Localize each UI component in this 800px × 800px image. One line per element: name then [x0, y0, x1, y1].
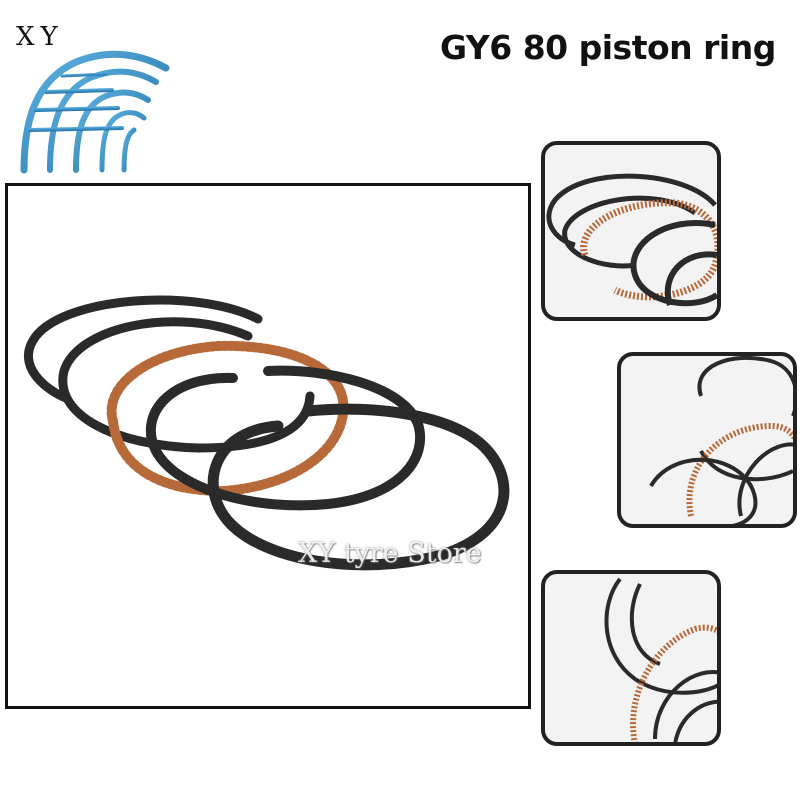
thumbnail-3[interactable] [541, 570, 721, 746]
thumbnail-1-image [546, 173, 717, 307]
watermark: XY tyre Store [298, 538, 482, 569]
logo-text: XY [16, 22, 64, 52]
thumbnail-2[interactable] [617, 352, 797, 528]
thumbnail-3-image [604, 577, 717, 742]
piston-rings-image [24, 295, 510, 571]
product-title: GY6 80 piston ring [440, 28, 776, 67]
main-product-image: XY tyre Store [5, 183, 531, 709]
tire-logo-icon [20, 50, 170, 174]
thumbnail-2-image [649, 356, 793, 524]
thumbnail-1[interactable] [541, 141, 721, 321]
store-logo: XY [6, 10, 176, 175]
